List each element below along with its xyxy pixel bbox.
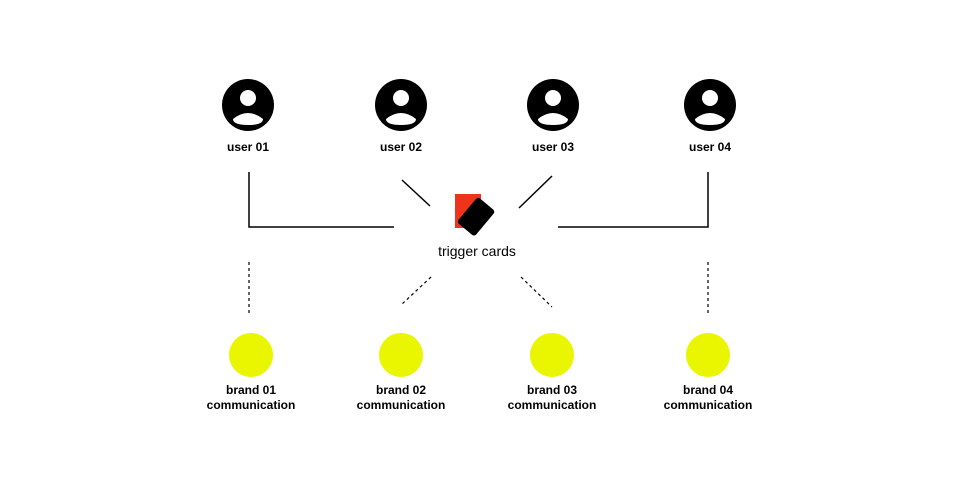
user-label-03: user 03 — [531, 140, 575, 154]
brand-label-03-line2: communication — [507, 398, 597, 412]
user-icon-04 — [684, 79, 736, 131]
brand-label-04-line1: brand 04 — [682, 383, 733, 397]
user-icon-02 — [375, 79, 427, 131]
brand-label-04-line2: communication — [663, 398, 753, 412]
brand-label-02-line1: brand 02 — [375, 383, 426, 397]
trigger-cards-label: trigger cards — [438, 243, 516, 259]
user-label-01: user 01 — [226, 140, 270, 154]
brand-label-01-line2: communication — [206, 398, 296, 412]
brand-label-01: brand 01 communication — [207, 383, 296, 413]
dashed-connector-brand-02 — [400, 276, 432, 306]
user-icon-03 — [527, 79, 579, 131]
brand-label-04: brand 04 communication — [664, 383, 753, 413]
brand-label-02: brand 02 communication — [357, 383, 446, 413]
brand-dot-01 — [229, 333, 273, 377]
connector-user-04 — [558, 172, 709, 228]
brand-dot-03 — [530, 333, 574, 377]
brand-dot-04 — [686, 333, 730, 377]
brand-label-03: brand 03 communication — [508, 383, 597, 413]
user-label-02: user 02 — [379, 140, 423, 154]
connector-user-03 — [518, 175, 553, 209]
connector-user-02 — [401, 179, 431, 207]
user-icon-01 — [222, 79, 274, 131]
dashed-connector-brand-03 — [520, 276, 553, 308]
brand-label-03-line1: brand 03 — [526, 383, 577, 397]
brand-label-02-line2: communication — [356, 398, 446, 412]
brand-dot-02 — [379, 333, 423, 377]
brand-label-01-line1: brand 01 — [225, 383, 276, 397]
connector-user-01 — [248, 172, 394, 228]
user-label-04: user 04 — [688, 140, 732, 154]
trigger-cards-icon — [455, 194, 495, 236]
